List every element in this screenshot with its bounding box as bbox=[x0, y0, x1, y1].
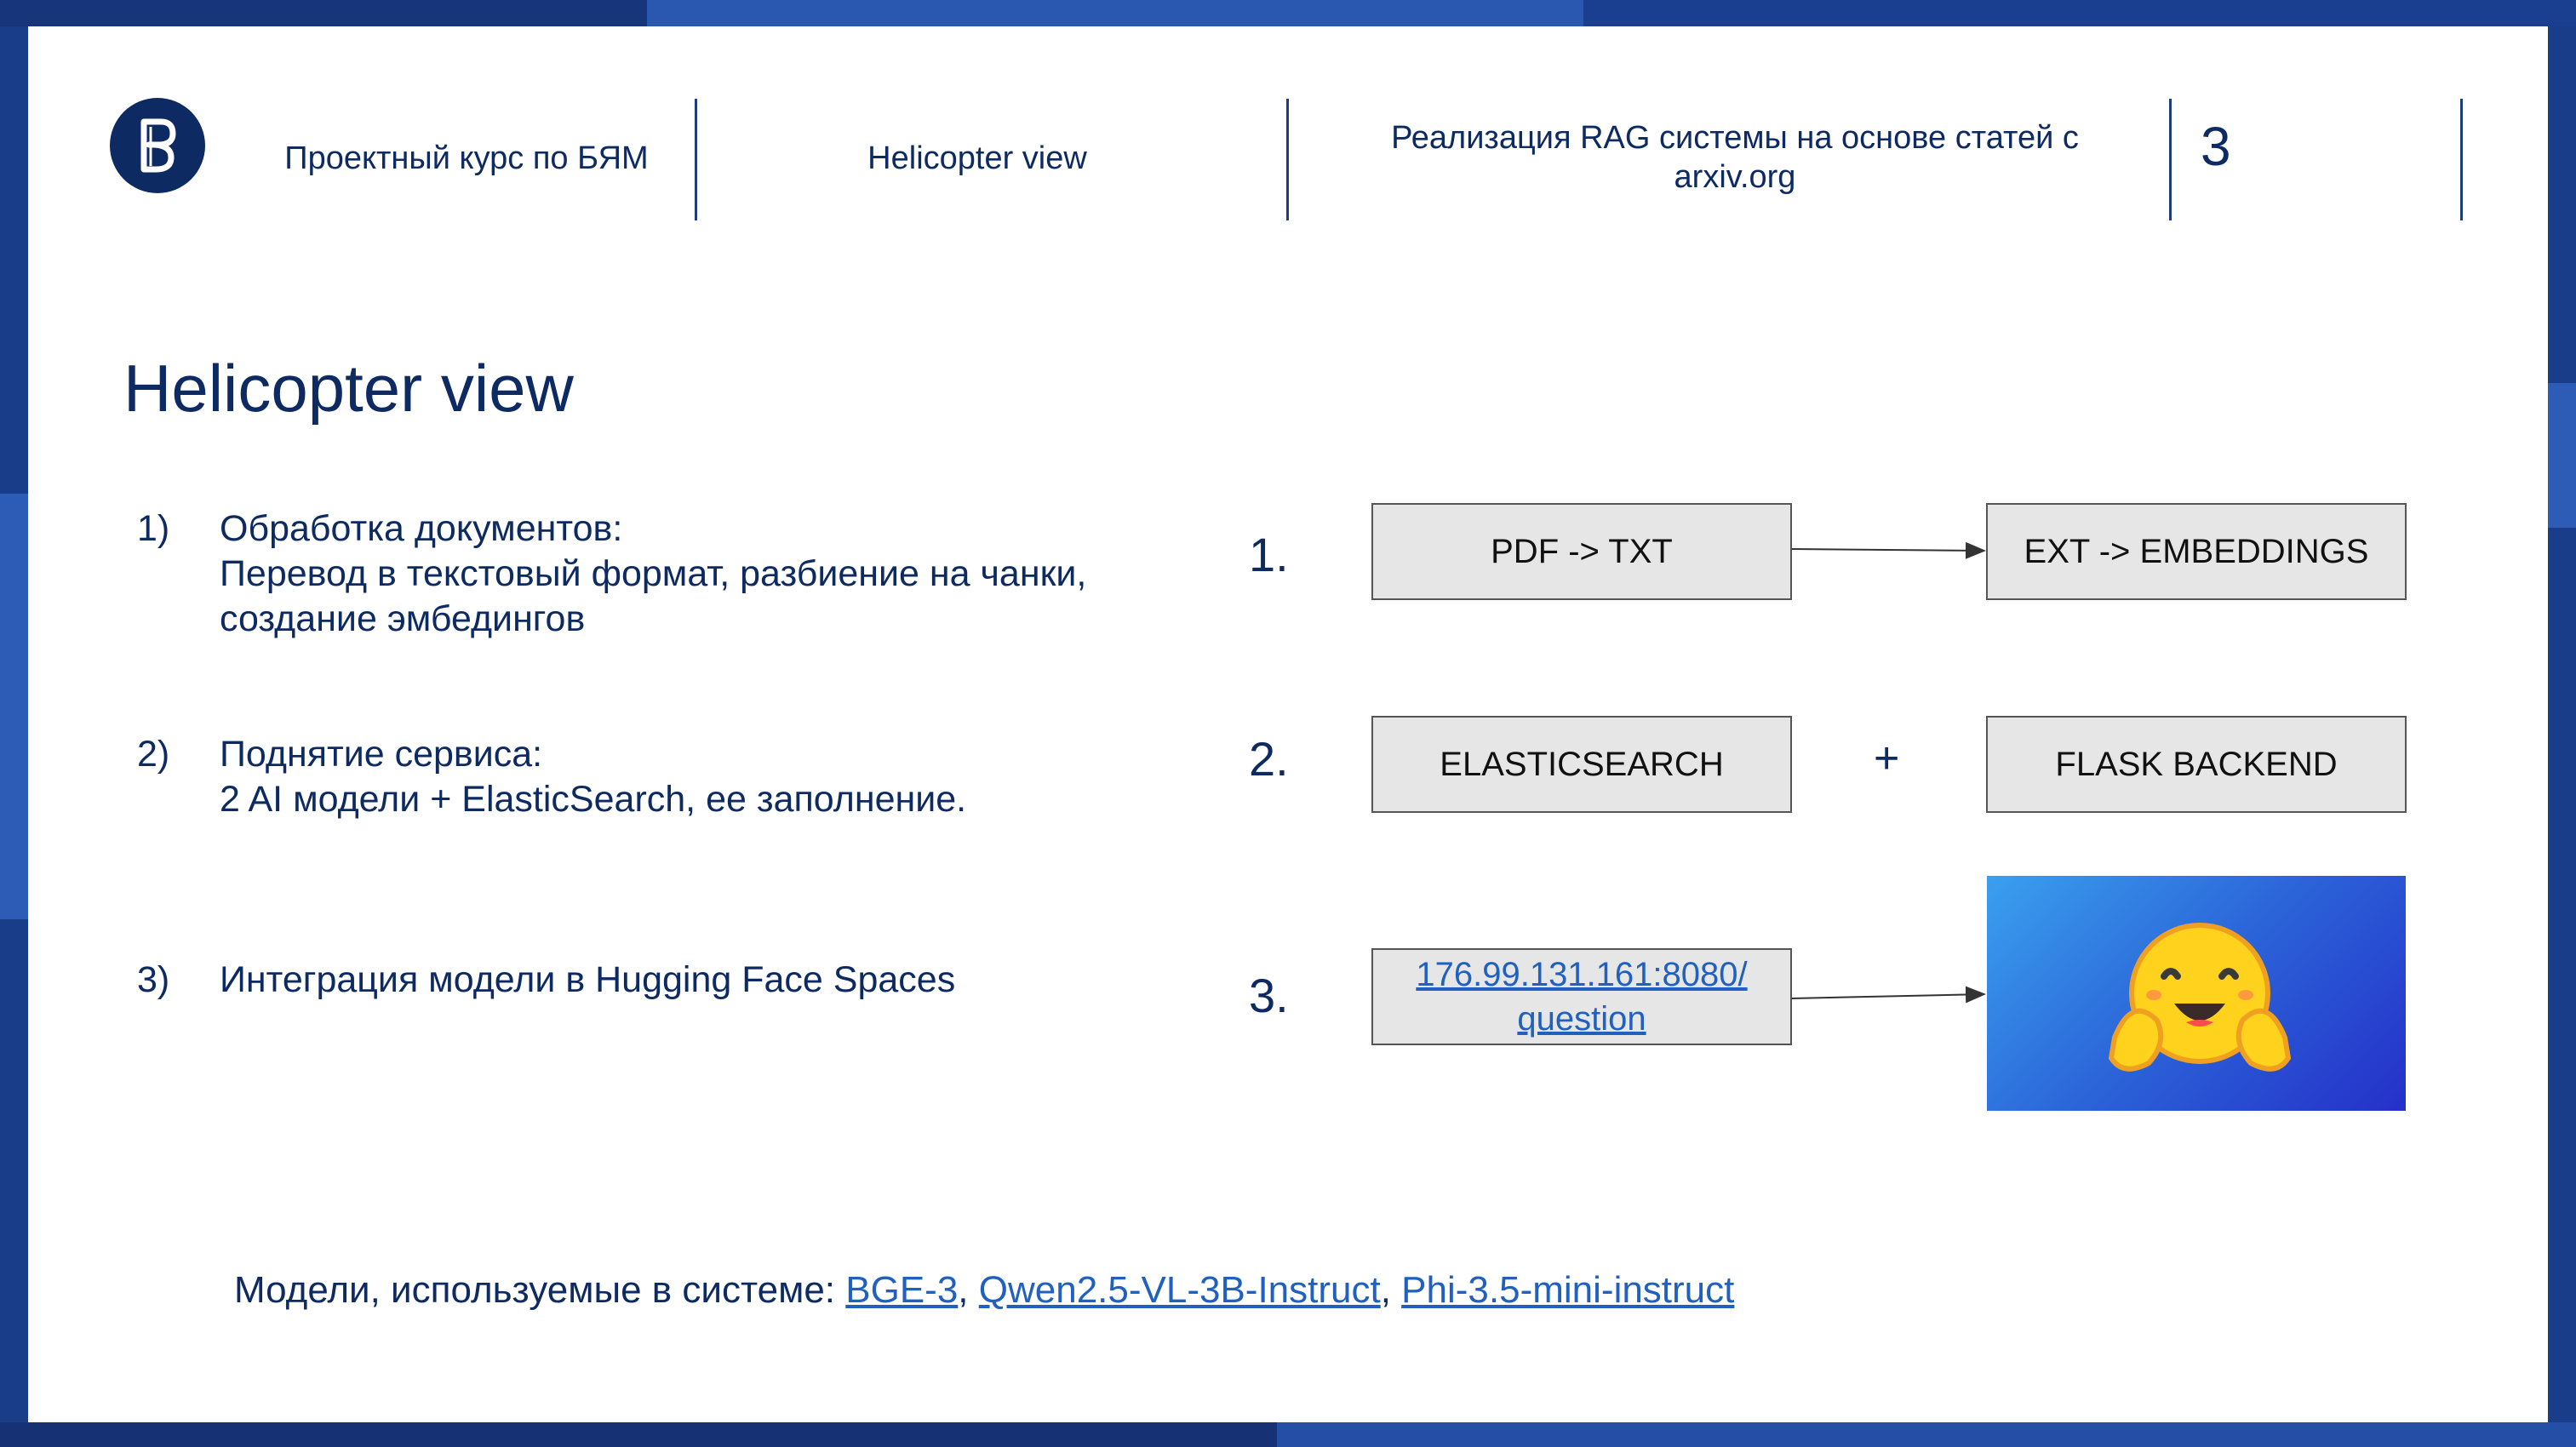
box-ext-to-embeddings: EXT -> EMBEDDINGS bbox=[1986, 503, 2407, 600]
models-separator: , bbox=[958, 1269, 979, 1311]
step-1-number: 1) bbox=[137, 508, 170, 549]
arrow-pdf-to-embeddings bbox=[1791, 541, 1986, 559]
header-course: Проектный курс по БЯМ bbox=[284, 140, 649, 176]
header-section: Helicopter view bbox=[867, 140, 1087, 176]
step-1-line3: создание эмбедингов bbox=[220, 598, 586, 639]
model-link-bge[interactable]: BGE-3 bbox=[845, 1269, 959, 1311]
diagram-row-2-number: 2. bbox=[1249, 732, 1289, 786]
header-divider bbox=[2169, 99, 2172, 220]
diagram-row-1-number: 1. bbox=[1249, 528, 1289, 581]
box-pdf-to-txt: PDF -> TXT bbox=[1371, 503, 1792, 600]
hugging-face-icon bbox=[2108, 923, 2292, 1072]
step-2-line2: 2 AI модели + ElasticSearch, ее заполнен… bbox=[220, 779, 967, 820]
box-elasticsearch: ELASTICSEARCH bbox=[1371, 716, 1792, 813]
plus-sign: + bbox=[1874, 734, 1900, 783]
frame-tile bbox=[1277, 1422, 2576, 1447]
endpoint-link-line1[interactable]: 176.99.131.161:8080/ bbox=[1416, 956, 1748, 993]
hse-logo bbox=[110, 98, 205, 193]
header-divider bbox=[2460, 99, 2463, 220]
models-separator: , bbox=[1380, 1269, 1402, 1311]
slide: Проектный курс по БЯМ Helicopter view Ре… bbox=[28, 26, 2548, 1422]
step-1-line2: Перевод в текстовый формат, разбиение на… bbox=[220, 553, 1087, 594]
header-divider bbox=[1286, 99, 1289, 220]
hse-logo-icon bbox=[140, 118, 176, 173]
frame-tile bbox=[0, 1422, 1277, 1447]
step-3-heading: Интеграция модели в Hugging Face Spaces bbox=[220, 959, 956, 1000]
hugging-face-panel bbox=[1987, 876, 2406, 1111]
diagram-row-3-number: 3. bbox=[1249, 969, 1289, 1022]
step-3-number: 3) bbox=[137, 959, 170, 1000]
box-question-endpoint[interactable]: 176.99.131.161:8080/ question bbox=[1371, 948, 1792, 1045]
model-link-qwen[interactable]: Qwen2.5-VL-3B-Instruct bbox=[978, 1269, 1381, 1311]
box-flask-backend: FLASK BACKEND bbox=[1986, 716, 2407, 813]
step-2-number: 2) bbox=[137, 734, 170, 775]
arrow-link-to-hf bbox=[1791, 986, 1986, 1004]
diagram-arrows bbox=[1791, 541, 1986, 1004]
frame-tile bbox=[0, 0, 647, 26]
step-2-heading: Поднятие сервиса: bbox=[220, 734, 543, 775]
models-prefix: Модели, используемые в системе: bbox=[234, 1269, 846, 1311]
endpoint-link-line2[interactable]: question bbox=[1517, 1000, 1646, 1038]
slide-number: 3 bbox=[2201, 116, 2231, 177]
frame-tile bbox=[0, 494, 28, 919]
header-topic: Реализация RAG системы на основе статей … bbox=[1391, 120, 2079, 195]
frame-tile bbox=[1583, 0, 2576, 26]
header-divider bbox=[695, 99, 697, 220]
model-link-phi[interactable]: Phi-3.5-mini-instruct bbox=[1401, 1269, 1735, 1311]
frame-tile bbox=[2548, 383, 2576, 528]
step-1-heading: Обработка документов: bbox=[220, 508, 623, 549]
models-footer: Модели, используемые в системе: BGE-3, Q… bbox=[234, 1269, 1734, 1312]
page-title: Helicopter view bbox=[123, 351, 574, 426]
frame-tile bbox=[647, 0, 1583, 26]
